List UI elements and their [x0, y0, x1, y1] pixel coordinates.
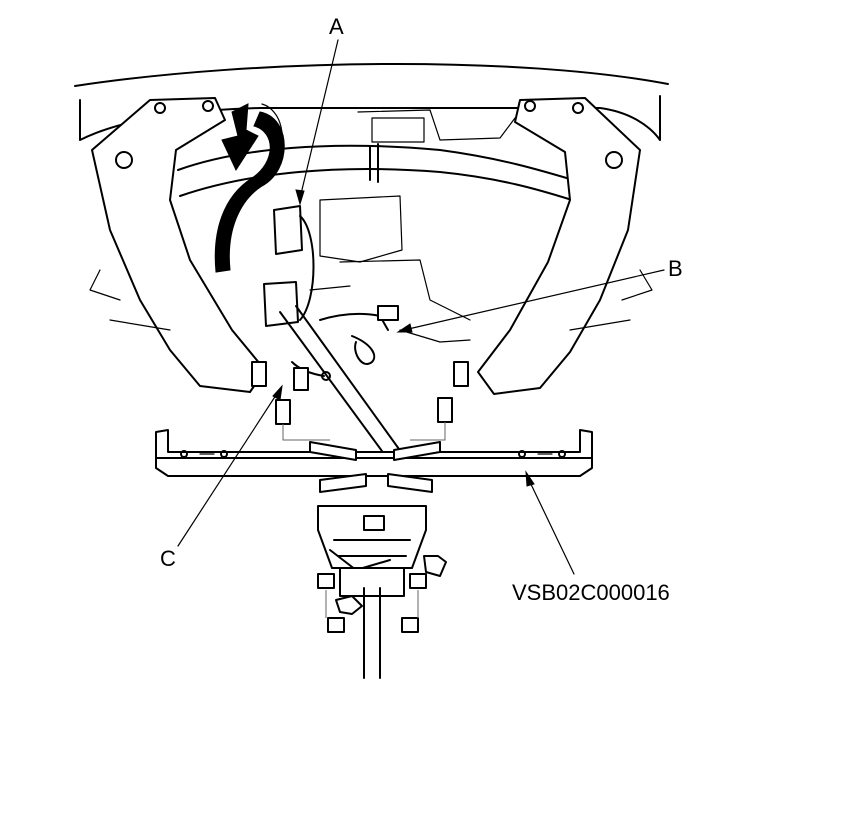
- leader-arrowhead-a: [295, 189, 305, 206]
- right-lower-arm: [477, 97, 653, 395]
- vehicle-body-outline: [74, 62, 669, 141]
- rotation-arrow: [214, 103, 285, 273]
- leader-lines: [177, 39, 665, 575]
- sensor-harness: [319, 305, 399, 365]
- mounting-bolts: [251, 361, 469, 633]
- leader-line-a: [299, 39, 339, 199]
- jack-adapter: [317, 505, 447, 679]
- guide-lines: [282, 422, 446, 618]
- leader-arrowhead-c: [272, 384, 283, 401]
- support-beam: [155, 429, 593, 493]
- leader-line-code: [527, 477, 575, 575]
- stabilizer-link: [263, 205, 315, 327]
- callout-a: A: [329, 14, 344, 39]
- callout-c: C: [160, 546, 176, 571]
- leader-line-b: [403, 269, 665, 331]
- engine-block: [309, 109, 516, 343]
- figure-code: VSB02C000016: [512, 580, 670, 605]
- leader-line-c: [177, 391, 279, 547]
- leader-arrowhead-code: [525, 470, 535, 487]
- left-lower-arm: [89, 97, 266, 393]
- callout-b: B: [668, 256, 683, 281]
- leader-arrowhead-b: [396, 323, 413, 333]
